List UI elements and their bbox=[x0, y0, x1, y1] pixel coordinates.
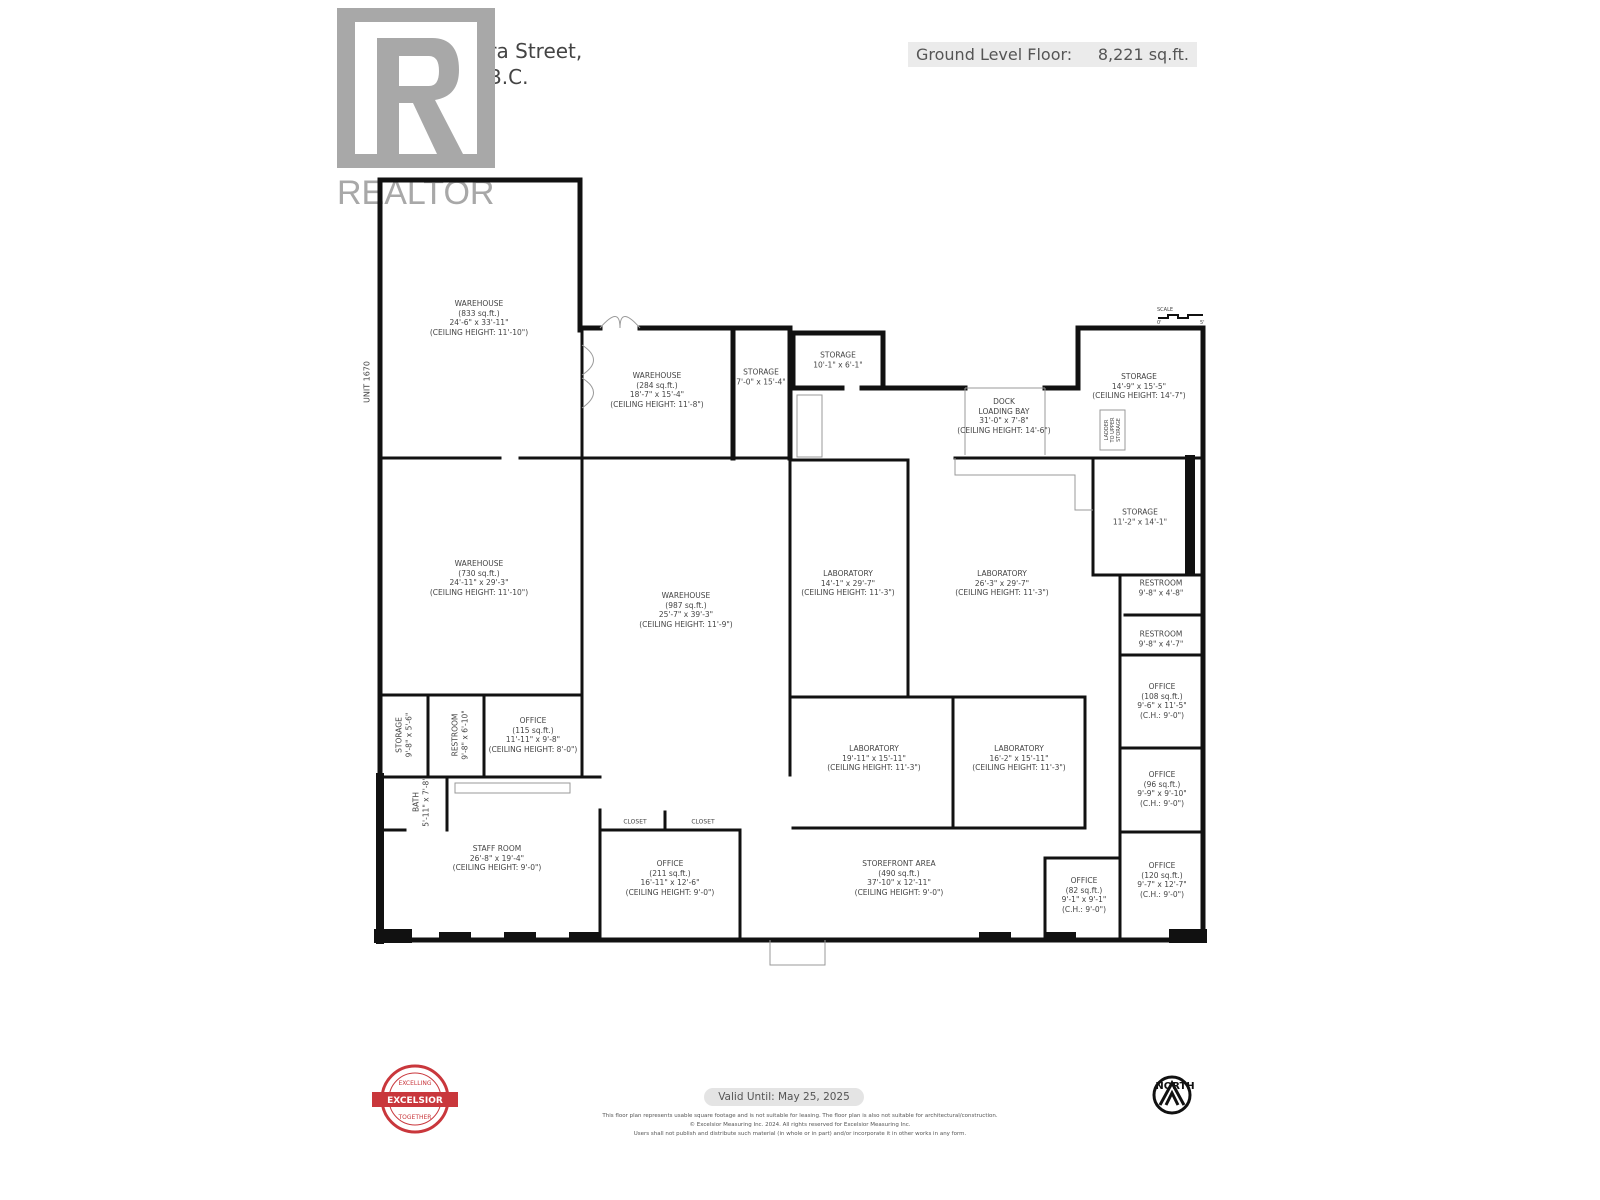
room-storefront-area: STOREFRONT AREA(490 sq.ft.)37'-10" x 12'… bbox=[854, 859, 944, 897]
disclaimer-line-1: This floor plan represents usable square… bbox=[602, 1113, 998, 1119]
room-warehouse-987: WAREHOUSE(987 sq.ft.)25'-7" x 39'-3"(CEI… bbox=[639, 591, 733, 629]
north-arrow-icon bbox=[1152, 1075, 1192, 1115]
svg-text:EXCELLING: EXCELLING bbox=[398, 1080, 431, 1087]
scale-end: 5' bbox=[1200, 320, 1205, 326]
scale-label: SCALE bbox=[1157, 307, 1173, 313]
excelsior-badge: EXCELSIOR EXCELLING TOGETHER bbox=[370, 1063, 460, 1135]
scale-bar: SCALE 0' 5' bbox=[1157, 307, 1205, 326]
floor-label: Ground Level Floor: bbox=[916, 45, 1073, 64]
room-office-115: OFFICE(115 sq.ft.)11'-11" x 9'-8"(CEILIN… bbox=[488, 716, 578, 754]
room-warehouse-833: WAREHOUSE(833 sq.ft.)24'-6" x 33'-11"(CE… bbox=[429, 299, 529, 337]
room-office-120: OFFICE(120 sq.ft.)9'-7" x 12'-7"(C.H.: 9… bbox=[1137, 861, 1187, 899]
room-office-108: OFFICE(108 sq.ft.)9'-6" x 11'-5"(C.H.: 9… bbox=[1137, 682, 1187, 720]
room-warehouse-730: WAREHOUSE(730 sq.ft.)24'-11" x 29'-3"(CE… bbox=[429, 559, 529, 597]
unit-label: UNIT 1670 bbox=[362, 361, 372, 403]
disclaimer-line-2: © Excelsior Measuring Inc. 2024. All rig… bbox=[689, 1122, 911, 1128]
north-indicator: NORTH bbox=[1150, 1075, 1200, 1115]
floor-area-box: Ground Level Floor: 8,221 sq.ft. bbox=[908, 42, 1197, 67]
valid-until-pill: Valid Until: May 25, 2025 bbox=[704, 1088, 864, 1106]
floor-area: 8,221 sq.ft. bbox=[1097, 45, 1189, 64]
disclaimer-line-3: Users shall not publish and distribute s… bbox=[633, 1131, 967, 1137]
room-warehouse-284: WAREHOUSE(284 sq.ft.)18'-7" x 15'-4"(CEI… bbox=[610, 371, 704, 409]
room-office-96: OFFICE(96 sq.ft.)9'-9" x 9'-10"(C.H.: 9'… bbox=[1137, 770, 1187, 808]
room-office-211: OFFICE(211 sq.ft.)16'-11" x 12'-6"(CEILI… bbox=[625, 859, 715, 897]
room-closet-2: CLOSET bbox=[691, 818, 715, 826]
room-closet-1: CLOSET bbox=[623, 818, 647, 826]
room-office-82: OFFICE(82 sq.ft.)9'-1" x 9'-1"(C.H.: 9'-… bbox=[1061, 876, 1107, 914]
svg-text:EXCELSIOR: EXCELSIOR bbox=[387, 1096, 443, 1106]
svg-text:TOGETHER: TOGETHER bbox=[398, 1114, 432, 1121]
realtor-logo: REALTOR® bbox=[337, 8, 495, 208]
scale-start: 0' bbox=[1157, 320, 1162, 326]
